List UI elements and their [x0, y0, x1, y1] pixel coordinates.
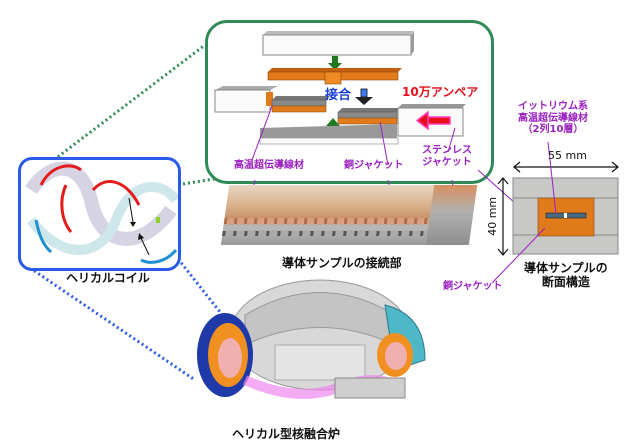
caption-line1: 導体サンプルの — [524, 261, 608, 275]
caption-line2: 断面構造 — [541, 274, 590, 289]
helical-coil-frame — [18, 157, 181, 271]
bottom-stainless-plate — [259, 124, 399, 145]
stainless-leader-line — [447, 127, 456, 153]
stainless-label-line1: ステンレス — [422, 145, 472, 156]
cross-section-caption: 導体サンプルの 断面構造 — [524, 261, 608, 290]
copper-leader-line — [379, 121, 389, 166]
left-stainless-block — [214, 86, 278, 113]
width-label: 55 mm — [548, 149, 587, 162]
join-label: 接合 — [325, 88, 352, 103]
copper-jacket-label: 銅ジャケット — [344, 160, 404, 171]
helical-coil-illustration — [25, 161, 178, 264]
right-copper-jacket — [337, 108, 401, 125]
sample-photo-caption: 導体サンプルの接続部 — [282, 256, 402, 270]
current-label: 10万アンペア — [402, 85, 479, 99]
upper-copper-bar — [267, 68, 402, 85]
yttrium-wire-label: イットリウム系 高温超伝導線材 （2列10層） — [518, 101, 588, 136]
reactor-caption: ヘリカル型核融合炉 — [232, 427, 341, 441]
hts-wire-label: 高温超伝導線材 — [234, 160, 304, 171]
blue-arrow-down-icon — [355, 88, 373, 105]
stainless-label-line2: ジャケット — [422, 156, 472, 168]
current-arrow-icon — [415, 110, 451, 131]
green-arrow-down-icon — [328, 56, 342, 70]
wire-label-line2: 高温超伝導線材 — [518, 112, 588, 124]
hts-leader-line — [251, 105, 273, 161]
section-copper-leader-line — [491, 227, 546, 284]
wire-leader-line — [547, 141, 557, 215]
stainless-jacket-label: ステンレス ジャケット — [422, 145, 472, 168]
wire-label-line3: （2列10層） — [522, 124, 584, 135]
wire-label-line1: イットリウム系 — [518, 101, 588, 112]
upper-stainless-block — [262, 31, 414, 56]
helical-coil-caption: ヘリカルコイル — [66, 271, 150, 285]
blue-dotted-connector — [29, 266, 196, 382]
green-dotted-connector — [29, 43, 206, 180]
section-copper-label: 銅ジャケット — [443, 281, 503, 292]
left-copper-jacket — [271, 96, 330, 113]
